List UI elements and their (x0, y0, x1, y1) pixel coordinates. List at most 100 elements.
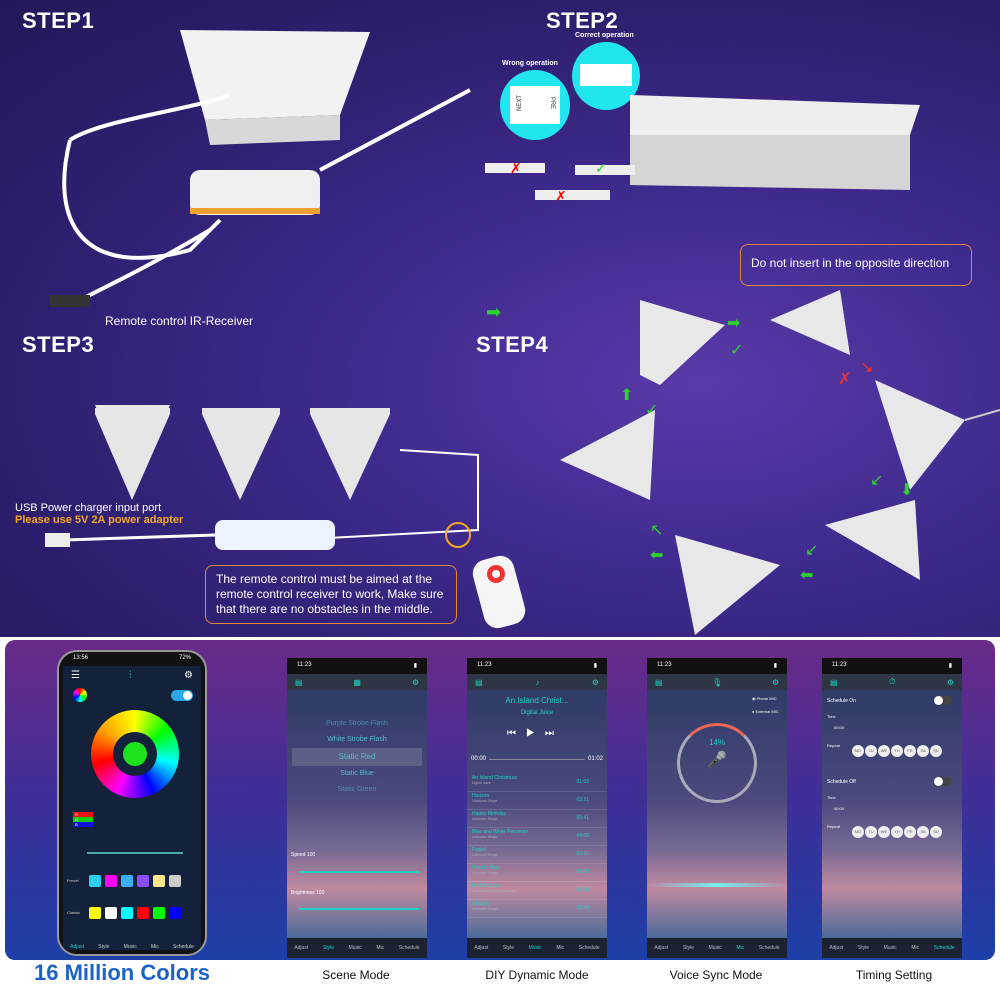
scene-list[interactable]: Purple Strobe Flash White Strobe Flash S… (287, 716, 427, 798)
playback-controls[interactable]: ⏮▶⏭ (507, 728, 564, 739)
nav-style[interactable]: Style (857, 945, 869, 951)
scene-item-selected[interactable]: Static Red (292, 748, 422, 766)
menu-icon[interactable]: ▤ (295, 677, 303, 687)
power-toggle[interactable] (171, 690, 193, 701)
nav-schedule[interactable]: Schedule (173, 944, 194, 950)
song-singer: Unknown Singer (472, 799, 498, 803)
day-fr[interactable]: FR (904, 826, 916, 838)
day-th[interactable]: TH (891, 826, 903, 838)
song-duration: 03:31 (576, 851, 589, 857)
day-tu[interactable]: TU (865, 826, 877, 838)
nav-schedule[interactable]: Schedule (398, 945, 420, 951)
nav-style[interactable]: Style (502, 945, 514, 951)
status-time: 11:23 (657, 662, 672, 668)
preset-swatches[interactable] (89, 874, 185, 892)
microphone-icon[interactable]: 🎤 (707, 752, 727, 769)
status-time: 11:23 (477, 662, 492, 668)
settings-icon[interactable]: ⚙ (771, 677, 779, 687)
nav-style[interactable]: Style (322, 945, 334, 951)
nav-adjust[interactable]: Adjust (829, 945, 844, 951)
sound-level-gauge (677, 723, 757, 803)
nav-schedule[interactable]: Schedule (578, 945, 600, 951)
day-we[interactable]: WE (878, 745, 890, 757)
menu-icon[interactable]: ▤ (830, 677, 838, 687)
scene-item[interactable]: Static Green (337, 786, 377, 793)
schedule-on-toggle[interactable] (934, 696, 952, 705)
classic-swatches[interactable] (89, 906, 185, 924)
nav-mic[interactable]: Mic (911, 945, 920, 951)
day-fr[interactable]: FR (904, 745, 916, 757)
song-title: An Island Christ... (505, 696, 569, 705)
day-sa[interactable]: SA (917, 745, 929, 757)
brightness-slider[interactable] (299, 908, 419, 910)
on-time-value[interactable]: 00:00 (834, 725, 845, 730)
menu-icon[interactable]: ▤ (655, 677, 663, 687)
svg-text:✗: ✗ (555, 188, 567, 204)
color-palette-icon[interactable] (73, 688, 87, 702)
nav-music[interactable]: Music (123, 944, 137, 950)
nav-style[interactable]: Style (682, 945, 694, 951)
nav-music[interactable]: Music (348, 945, 362, 951)
scene-item[interactable]: Purple Strobe Flash (326, 720, 388, 727)
nav-mic[interactable]: Mic (150, 944, 159, 950)
settings-icon[interactable]: ⚙ (591, 677, 599, 687)
day-su[interactable]: SU (930, 745, 942, 757)
menu-icon[interactable]: ▤ (475, 677, 483, 687)
menu-icon[interactable]: ☰ (71, 670, 80, 681)
day-mo[interactable]: MO (852, 826, 864, 838)
opposite-direction-warning: Do not insert in the opposite direction (740, 244, 972, 286)
phone-mic-option[interactable]: ◉ Phone MIC (752, 696, 777, 701)
nav-music[interactable]: Music (528, 945, 542, 951)
scene-item[interactable]: White Strobe Flash (327, 736, 387, 743)
nav-mic[interactable]: Mic (376, 945, 385, 951)
speed-slider[interactable] (299, 871, 419, 873)
three-panel-chain-illustration (45, 405, 479, 550)
external-mic-option[interactable]: ● External MIC (752, 709, 779, 714)
nav-adjust[interactable]: Adjust (474, 945, 489, 951)
svg-text:↙: ↙ (870, 472, 883, 489)
nav-adjust[interactable]: Adjust (654, 945, 669, 951)
brightness-slider[interactable] (87, 852, 183, 854)
nav-adjust[interactable]: Adjust (294, 945, 309, 951)
color-wheel[interactable] (91, 710, 179, 798)
sound-level-percent: 14% (708, 738, 725, 747)
settings-icon[interactable]: ⚙ (411, 677, 419, 687)
nav-style[interactable]: Style (98, 944, 110, 950)
rgb-values: R G B (73, 812, 93, 827)
day-th[interactable]: TH (891, 745, 903, 757)
svg-text:✗: ✗ (510, 160, 522, 176)
nav-music[interactable]: Music (708, 945, 722, 951)
off-time-value[interactable]: 00:00 (834, 806, 845, 811)
day-tu[interactable]: TU (865, 745, 877, 757)
settings-icon[interactable]: ⚙ (184, 670, 193, 681)
day-sa[interactable]: SA (917, 826, 929, 838)
progress-bar[interactable] (489, 759, 585, 760)
caption-diy-mode: DIY Dynamic Mode (485, 968, 589, 982)
scene-item[interactable]: Static Blue (340, 770, 374, 777)
nav-mic[interactable]: Mic (736, 945, 745, 951)
nav-schedule[interactable]: Schedule (758, 945, 780, 951)
settings-icon[interactable]: ⚙ (946, 677, 954, 687)
day-we[interactable]: WE (878, 826, 890, 838)
day-mo[interactable]: MO (852, 745, 864, 757)
schedule-off-toggle[interactable] (934, 777, 952, 786)
nav-schedule[interactable]: Schedule (933, 945, 955, 951)
song-singer: Mohd Ouafidja & Suzaid Aziz (472, 889, 518, 893)
controller-device-illustration (50, 30, 471, 307)
nav-adjust[interactable]: Adjust (70, 944, 85, 950)
song-name: An Island Christmas (472, 775, 517, 781)
day-su[interactable]: SU (930, 826, 942, 838)
nav-music[interactable]: Music (883, 945, 897, 951)
phone-timing-screen: 11:23▮ ▤⏱⚙ Schedule On Time 00:00 Repeat… (822, 658, 962, 958)
nav-mic[interactable]: Mic (556, 945, 565, 951)
